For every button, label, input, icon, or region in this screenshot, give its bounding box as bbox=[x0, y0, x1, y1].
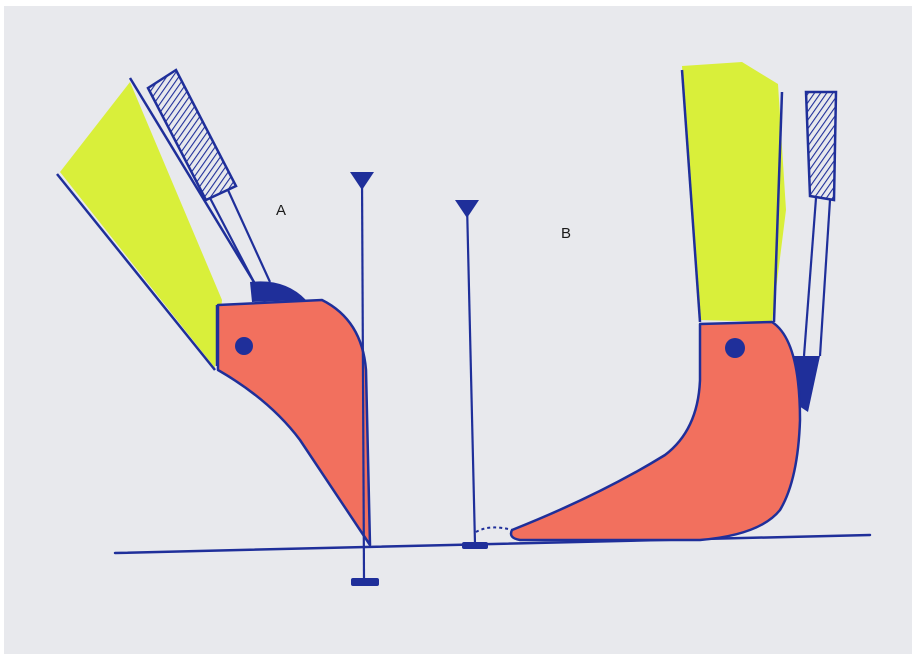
label-b: B bbox=[561, 225, 571, 242]
figure-b-hatched-rod bbox=[806, 92, 836, 200]
figure-a-rod-foot bbox=[351, 578, 379, 586]
figure-a-pivot-dot bbox=[235, 337, 253, 355]
label-a: A bbox=[276, 202, 286, 219]
figure-b-rod-foot bbox=[462, 542, 488, 549]
figure-b-pivot-dot bbox=[725, 338, 745, 358]
